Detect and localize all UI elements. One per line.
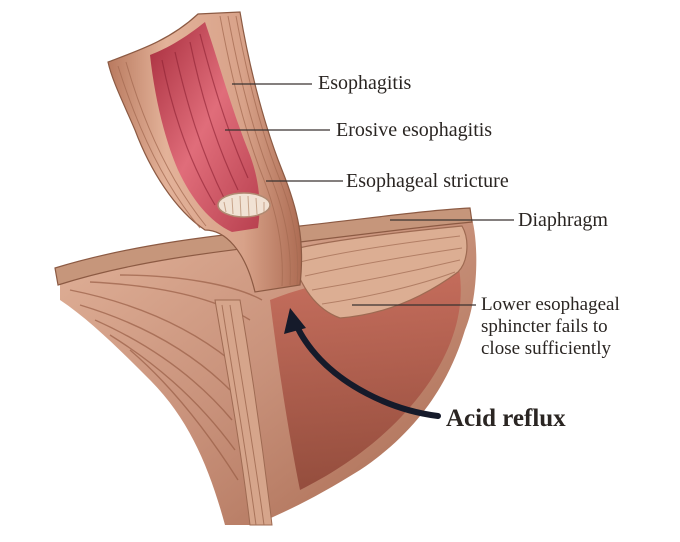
- label-diaphragm: Diaphragm: [518, 209, 608, 231]
- stomach-wall: [60, 212, 477, 526]
- acid-reflux-arrow: [284, 308, 441, 419]
- label-esophagitis: Esophagitis: [318, 72, 412, 94]
- les-line-2: sphincter fails to: [481, 316, 608, 337]
- label-erosive-esophagitis: Erosive esophagitis: [336, 119, 493, 141]
- les-line-3: close sufficiently: [481, 338, 611, 359]
- les-line-1: Lower esophageal: [481, 294, 620, 315]
- label-lower-esophageal-sphincter: Lower esophageal sphincter fails to clos…: [481, 294, 680, 360]
- esophagus-tube: [107, 11, 303, 293]
- label-acid-reflux: Acid reflux: [446, 405, 566, 432]
- leader-lines: [225, 83, 514, 306]
- label-esophageal-stricture: Esophageal stricture: [346, 170, 509, 192]
- diaphragm-band: [54, 207, 473, 286]
